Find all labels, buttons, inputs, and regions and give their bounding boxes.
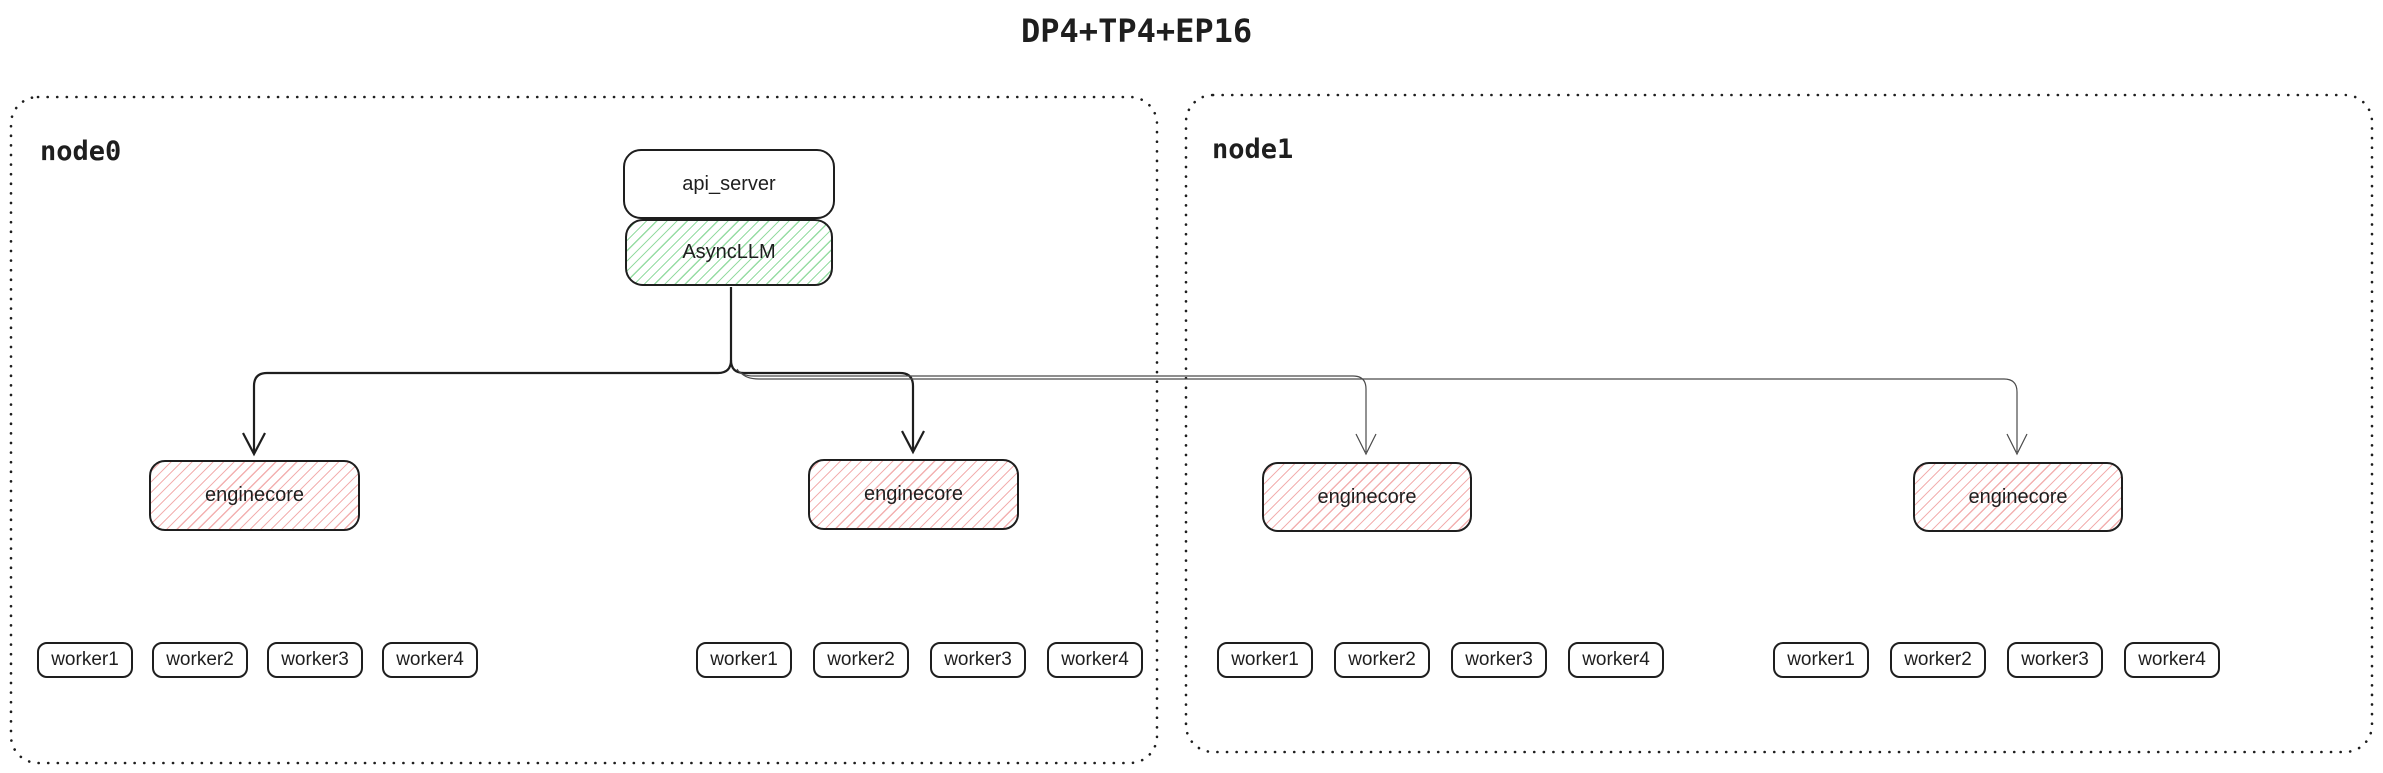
worker-label: worker3 — [944, 649, 1012, 670]
worker-box: worker3 — [2007, 642, 2103, 678]
enginecore-label: enginecore — [205, 484, 304, 506]
worker-label: worker3 — [2021, 649, 2089, 670]
api-server-box: api_server — [623, 149, 835, 219]
arrowhead-enginecore3 — [1355, 433, 1377, 456]
worker-label: worker1 — [1787, 649, 1855, 670]
worker-label: worker1 — [1231, 649, 1299, 670]
worker-label: worker3 — [1465, 649, 1533, 670]
worker-box: worker2 — [1334, 642, 1430, 678]
worker-box: worker2 — [813, 642, 909, 678]
worker-box: worker1 — [1773, 642, 1869, 678]
enginecore-box-node1-2: enginecore — [1913, 462, 2123, 532]
arrow-to-enginecore3 — [736, 368, 1367, 452]
worker-box: worker4 — [1047, 642, 1143, 678]
enginecore-label: enginecore — [864, 483, 963, 505]
node0-label: node0 — [40, 136, 122, 167]
worker-label: worker4 — [2138, 649, 2206, 670]
arrowhead-enginecore4 — [2006, 433, 2028, 456]
worker-label: worker4 — [396, 649, 464, 670]
enginecore-label: enginecore — [1968, 485, 2068, 508]
worker-label: worker4 — [1582, 649, 1650, 670]
arrowhead-enginecore2 — [901, 430, 925, 455]
worker-box: worker3 — [267, 642, 363, 678]
diagram-title: DP4+TP4+EP16 — [1021, 12, 1253, 50]
worker-label: worker1 — [51, 649, 119, 670]
worker-label: worker2 — [827, 649, 895, 670]
enginecore-box-node0-2: enginecore — [808, 459, 1019, 530]
arrowhead-enginecore1 — [242, 432, 266, 457]
worker-box: worker2 — [1890, 642, 1986, 678]
worker-label: worker4 — [1061, 649, 1129, 670]
enginecore-label: enginecore — [1317, 485, 1417, 508]
worker-label: worker2 — [1348, 649, 1416, 670]
worker-label: worker1 — [710, 649, 778, 670]
worker-box: worker1 — [696, 642, 792, 678]
asyncllm-box: AsyncLLM — [625, 219, 833, 286]
arrow-to-enginecore1 — [252, 359, 733, 452]
worker-box: worker1 — [37, 642, 133, 678]
worker-box: worker1 — [1217, 642, 1313, 678]
worker-label: worker3 — [281, 649, 349, 670]
worker-label: worker2 — [166, 649, 234, 670]
node1-label: node1 — [1212, 134, 1294, 165]
worker-box: worker4 — [2124, 642, 2220, 678]
enginecore-box-node1-1: enginecore — [1262, 462, 1472, 532]
enginecore-box-node0-1: enginecore — [149, 460, 360, 531]
asyncllm-label: AsyncLLM — [682, 241, 776, 263]
worker-box: worker4 — [382, 642, 478, 678]
arrow-to-enginecore2 — [729, 359, 915, 450]
worker-box: worker3 — [1451, 642, 1547, 678]
worker-box: worker4 — [1568, 642, 1664, 678]
worker-label: worker2 — [1904, 649, 1972, 670]
arrow-to-enginecore4 — [739, 371, 2018, 452]
worker-box: worker2 — [152, 642, 248, 678]
api-server-label: api_server — [682, 172, 776, 195]
worker-box: worker3 — [930, 642, 1026, 678]
